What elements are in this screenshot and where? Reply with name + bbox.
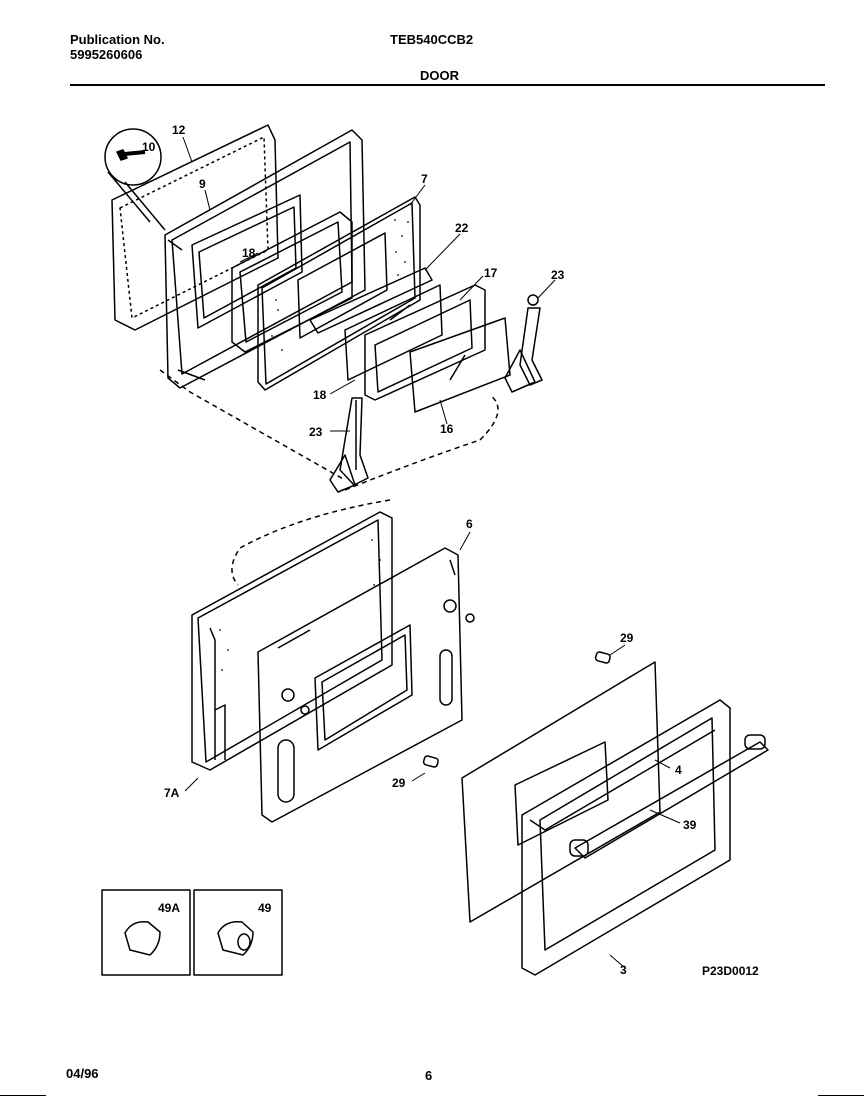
callout-3: 3 <box>620 963 627 977</box>
drawing-id: P23D0012 <box>702 964 759 978</box>
revision-date: 04/96 <box>66 1066 99 1081</box>
door-frame-3 <box>521 699 731 976</box>
assembly-connector <box>159 369 499 586</box>
callout-23-right: 23 <box>551 268 565 282</box>
callout-labels: 12 10 9 7 18 22 17 23 18 23 16 6 7A 29 2… <box>142 123 759 978</box>
callout-49A: 49A <box>158 901 180 915</box>
hinge-23-right <box>504 294 543 393</box>
insulation-7 <box>257 196 421 391</box>
callout-18: 18 <box>242 246 256 260</box>
callout-22: 22 <box>455 221 469 235</box>
section-title: DOOR <box>420 68 459 83</box>
callout-9: 9 <box>199 177 206 191</box>
door-handle-39 <box>569 734 769 859</box>
callout-6: 6 <box>466 517 473 531</box>
callout-18-lower: 18 <box>313 388 327 402</box>
leader-lines <box>182 136 681 969</box>
callout-7A: 7A <box>164 786 180 800</box>
callout-7: 7 <box>421 172 428 186</box>
callout-12: 12 <box>172 123 186 137</box>
glass-22 <box>309 267 433 334</box>
crop-mark-right <box>818 1095 864 1096</box>
callout-23-left: 23 <box>309 425 323 439</box>
callout-10: 10 <box>142 140 156 154</box>
crop-mark-left <box>0 1095 46 1096</box>
model-number: TEB540CCB2 <box>390 32 474 47</box>
knob-inset-49 <box>193 889 283 976</box>
callout-4: 4 <box>675 763 682 777</box>
outer-insulation-7A <box>191 511 393 771</box>
door-panel-6 <box>257 547 475 823</box>
door-window-18 <box>231 211 353 353</box>
spacer-29-top <box>594 651 611 664</box>
callout-16: 16 <box>440 422 454 436</box>
hinge-23-left <box>329 397 369 493</box>
knob-inset-49A <box>101 889 191 976</box>
callout-49: 49 <box>258 901 272 915</box>
header-rule <box>70 84 825 86</box>
screw-detail-10 <box>104 128 166 231</box>
spacer-29-bottom <box>422 755 439 768</box>
publication-label: Publication No. <box>70 32 165 47</box>
callout-29-top: 29 <box>620 631 634 645</box>
callout-29-bottom: 29 <box>392 776 406 790</box>
publication-number: 5995260606 <box>70 47 143 62</box>
callout-39: 39 <box>683 818 697 832</box>
outer-glass-4 <box>461 661 661 923</box>
door-gasket-12 <box>111 124 279 331</box>
callout-17: 17 <box>484 266 498 280</box>
page-number: 6 <box>425 1068 433 1083</box>
glass-16 <box>409 317 511 413</box>
